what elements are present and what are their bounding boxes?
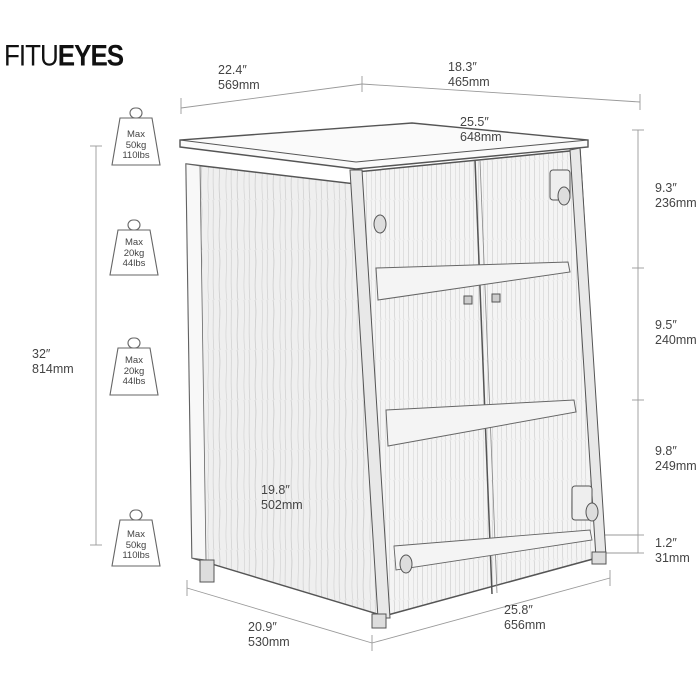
weight-icon-3 — [109, 337, 159, 396]
weight-label-2: Max 20kg 44lbs — [122, 237, 146, 269]
shelf-dimension-lines — [600, 129, 644, 554]
weight-label-3: Max 20kg 44lbs — [122, 355, 146, 387]
brand-logo: FITUEYES — [4, 38, 124, 74]
brand-part-1: FITU — [4, 38, 59, 73]
cabinet-side-panel — [185, 163, 385, 617]
height-label: 32″ 814mm — [32, 347, 74, 376]
cabinet-top — [179, 122, 589, 170]
diagonal-top-label: 25.5″ 648mm — [460, 115, 502, 144]
foot-label: 1.2″ 31mm — [655, 536, 690, 565]
inner-depth-label: 19.8″ 502mm — [261, 483, 303, 512]
weight-label-4: Max 50kg 110lbs — [122, 529, 150, 561]
shelf-2-label: 9.5″ 240mm — [655, 318, 697, 347]
height-dimension-line — [90, 145, 102, 546]
weight-icon-4 — [111, 509, 161, 567]
weight-label-1: Max 50kg 110lbs — [122, 129, 150, 161]
weight-icon-2 — [109, 219, 159, 276]
bottom-depth-label: 20.9″ 530mm — [248, 620, 290, 649]
top-depth-label: 22.4″ 569mm — [218, 63, 260, 92]
shelf-1-label: 9.3″ 236mm — [655, 181, 697, 210]
bottom-width-label: 25.8″ 656mm — [504, 603, 546, 632]
cabinet-front — [349, 147, 607, 629]
brand-part-2: EYES — [57, 38, 124, 73]
shelf-3-label: 9.8″ 249mm — [655, 444, 697, 473]
top-width-label: 18.3″ 465mm — [448, 60, 490, 89]
weight-icon-1 — [111, 107, 161, 166]
